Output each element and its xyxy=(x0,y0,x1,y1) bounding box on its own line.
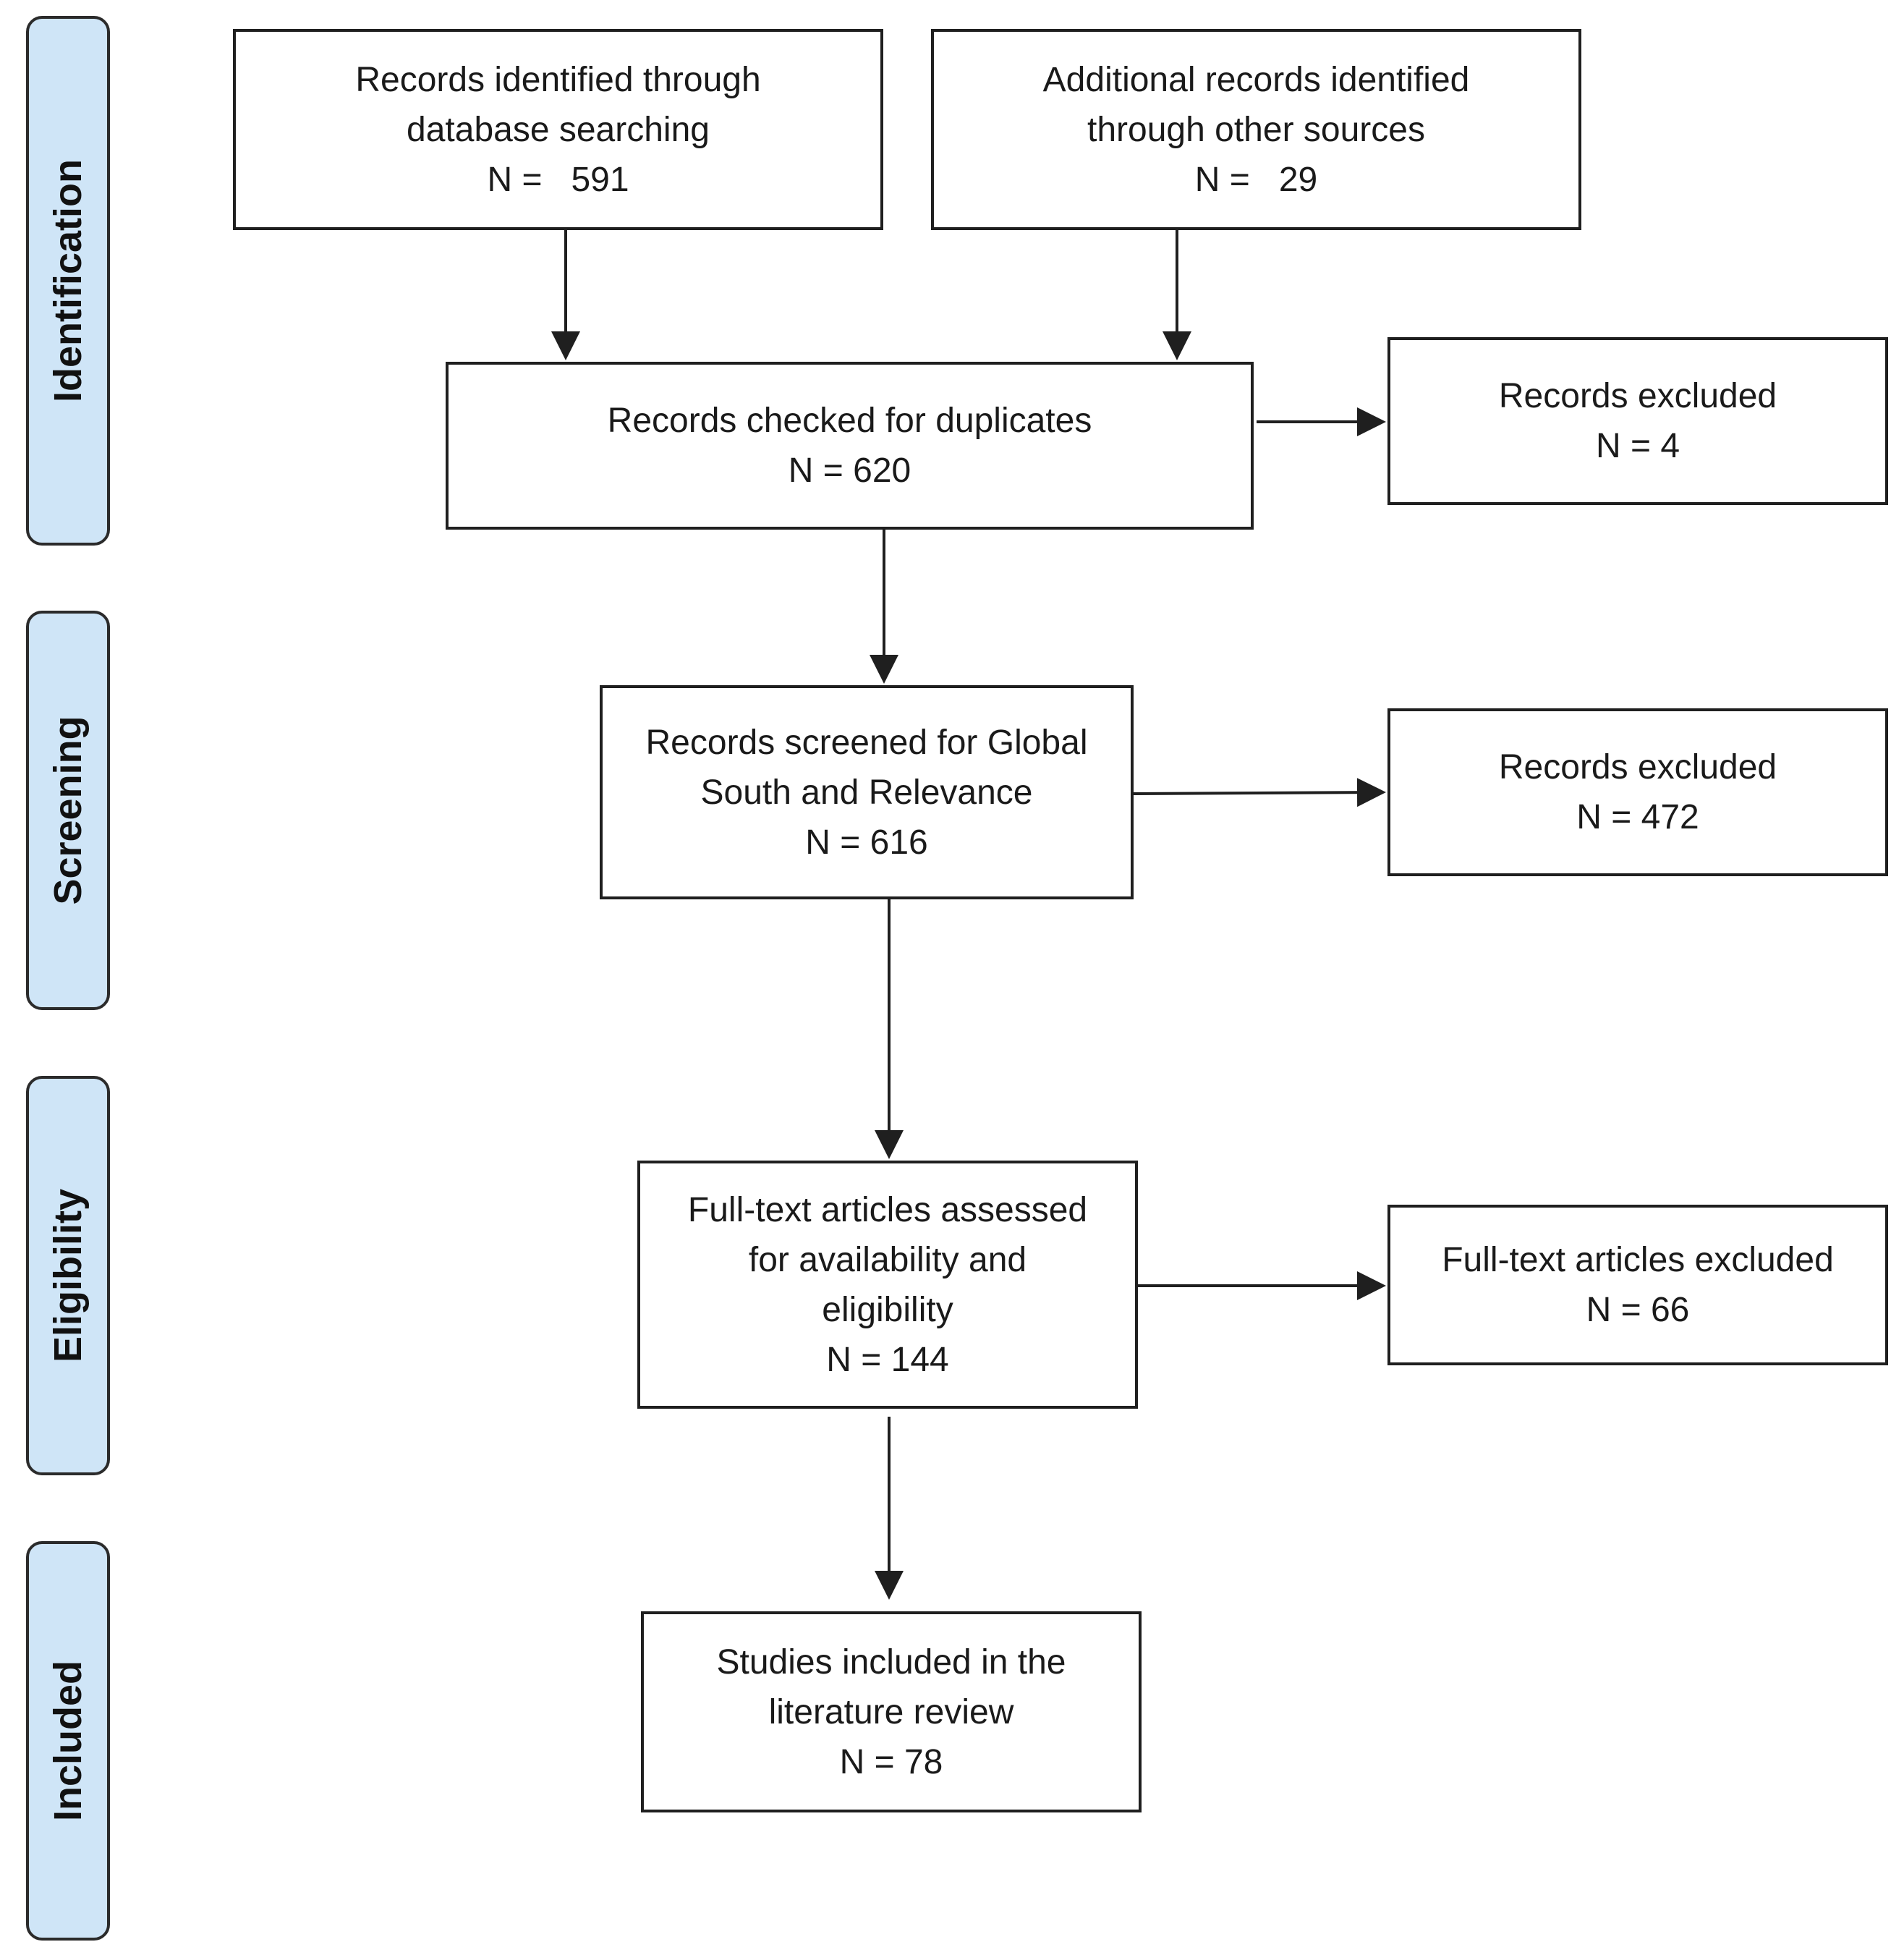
box-line: Full-text articles excluded xyxy=(1442,1241,1834,1279)
box-count: N = 472 xyxy=(1576,798,1699,836)
database-records-box: Records identified through database sear… xyxy=(233,29,883,230)
box-count: N = 4 xyxy=(1595,427,1680,465)
phase-included: Included xyxy=(26,1541,110,1941)
box-count: N = 66 xyxy=(1586,1291,1690,1329)
box-count: N = 620 xyxy=(788,451,911,490)
box-count: N = 616 xyxy=(805,823,928,862)
box-line: Studies included in the xyxy=(716,1642,1066,1682)
box-line: through other sources xyxy=(1087,110,1425,149)
box-line: Records excluded xyxy=(1498,377,1777,415)
excluded-screening-box: Records excluded N = 472 xyxy=(1387,708,1888,876)
included-box: Studies included in the literature revie… xyxy=(641,1611,1142,1812)
screened-box: Records screened for Global South and Re… xyxy=(600,685,1134,899)
box-count: N = 78 xyxy=(839,1742,943,1781)
duplicates-check-box: Records checked for duplicates N = 620 xyxy=(446,362,1254,530)
other-sources-box: Additional records identified through ot… xyxy=(931,29,1581,230)
box-line: Full-text articles assessed xyxy=(687,1190,1088,1229)
box-line: Records identified through xyxy=(355,60,761,99)
box-count: N = 144 xyxy=(826,1340,949,1379)
excluded-duplicates-box: Records excluded N = 4 xyxy=(1387,337,1888,505)
box-line: literature review xyxy=(768,1692,1014,1731)
box-line: Records excluded xyxy=(1498,748,1777,786)
box-line: Records checked for duplicates xyxy=(607,402,1092,440)
box-line: database searching xyxy=(407,110,710,149)
phase-identification: Identification xyxy=(26,16,110,546)
box-line: Additional records identified xyxy=(1042,60,1470,99)
box-line: eligibility xyxy=(822,1290,953,1329)
box-line: for availability and xyxy=(748,1240,1027,1279)
box-line: Records screened for Global xyxy=(645,723,1088,762)
arrow-screened-to-excluded xyxy=(1133,778,1386,807)
fulltext-assessed-box: Full-text articles assessed for availabi… xyxy=(637,1161,1138,1409)
box-line: South and Relevance xyxy=(700,773,1033,812)
box-count: N = 591 xyxy=(487,160,629,199)
box-count: N = 29 xyxy=(1194,160,1318,199)
phase-screening: Screening xyxy=(26,611,110,1010)
fulltext-excluded-box: Full-text articles excluded N = 66 xyxy=(1387,1205,1888,1365)
phase-eligibility: Eligibility xyxy=(26,1076,110,1475)
